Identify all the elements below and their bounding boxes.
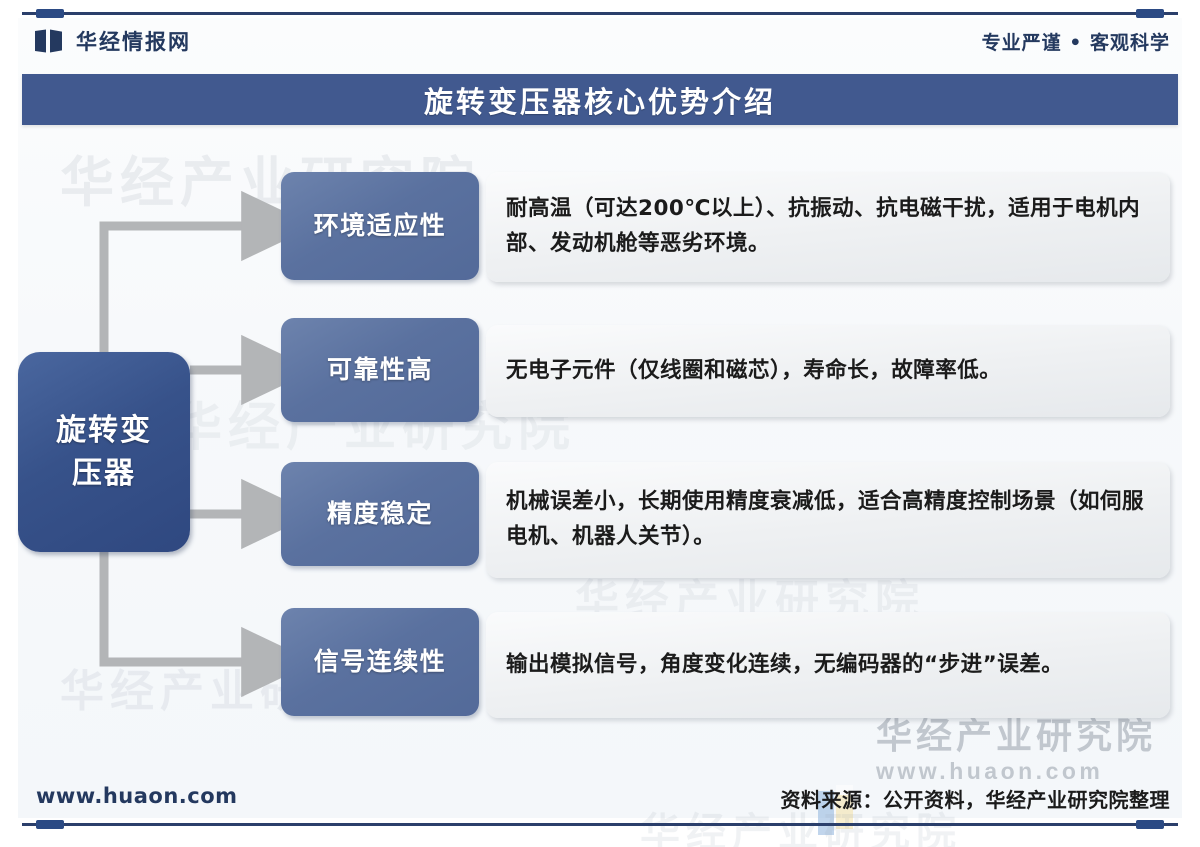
branch-label: 环境适应性 xyxy=(313,211,447,241)
description-text: 机械误差小，长期使用精度衰减低，适合高精度控制场景（如伺服电机、机器人关节）。 xyxy=(506,489,1145,549)
root-node-rotary-transformer[interactable]: 旋转变压器 xyxy=(18,352,190,552)
branch-box-high-reliability[interactable]: 可靠性高 xyxy=(281,318,479,422)
description-panel-signal-continuity: 输出模拟信号，角度变化连续，无编码器的“步进”误差。 xyxy=(486,612,1170,718)
page-title: 旋转变压器核心优势介绍 xyxy=(423,84,776,119)
brand-header: 华经情报网 专业严谨 • 客观科学 xyxy=(22,26,1178,66)
description-panel-high-reliability: 无电子元件（仅线圈和磁芯），寿命长，故障率低。 xyxy=(486,325,1170,417)
branch-label: 可靠性高 xyxy=(326,355,433,385)
rule-cap-right xyxy=(1136,820,1164,829)
brand-name: 华经情报网 xyxy=(76,30,191,54)
branch-box-environmental-adaptability[interactable]: 环境适应性 xyxy=(281,172,479,280)
root-node-label: 旋转变压器 xyxy=(56,412,152,492)
huaon-flag-logo-icon xyxy=(35,29,62,53)
branch-box-stable-accuracy[interactable]: 精度稳定 xyxy=(281,462,479,566)
page-footer: www.huaon.com 资料来源：公开资料，华经产业研究院整理 xyxy=(22,778,1178,820)
rule-cap-right xyxy=(1136,9,1164,18)
description-text: 无电子元件（仅线圈和磁芯），寿命长，故障率低。 xyxy=(506,357,1002,383)
description-text: 输出模拟信号，角度变化连续，无编码器的“步进”误差。 xyxy=(506,651,1064,677)
brand-tagline: 专业严谨 • 客观科学 xyxy=(981,32,1170,54)
title-banner: 旋转变压器核心优势介绍 xyxy=(22,74,1178,125)
footer-source-note: 资料来源：公开资料，华经产业研究院整理 xyxy=(780,788,1170,812)
branch-label: 信号连续性 xyxy=(313,647,447,677)
bottom-divider-rule xyxy=(22,820,1178,829)
description-panel-environmental-adaptability: 耐高温（可达200℃以上）、抗振动、抗电磁干扰，适用于电机内部、发动机舱等恶劣环… xyxy=(486,172,1170,282)
top-divider-rule xyxy=(22,9,1178,18)
description-text: 耐高温（可达200℃以上）、抗振动、抗电磁干扰，适用于电机内部、发动机舱等恶劣环… xyxy=(506,196,1141,256)
rule-cap-left xyxy=(36,820,64,829)
rule-cap-left xyxy=(36,9,64,18)
description-panel-stable-accuracy: 机械误差小，长期使用精度衰减低，适合高精度控制场景（如伺服电机、机器人关节）。 xyxy=(486,462,1170,578)
brand-lockup: 华经情报网 xyxy=(34,26,191,56)
branch-box-signal-continuity[interactable]: 信号连续性 xyxy=(281,608,479,716)
footer-website-url[interactable]: www.huaon.com xyxy=(36,784,238,808)
branch-label: 精度稳定 xyxy=(326,499,433,529)
